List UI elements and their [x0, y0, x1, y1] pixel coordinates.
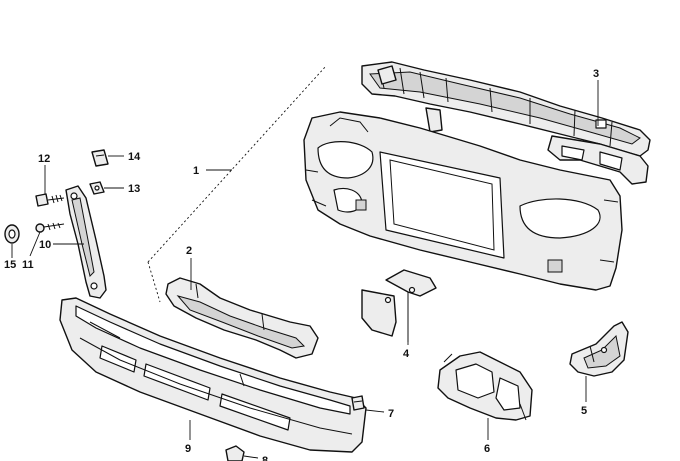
part-1-assembly-line [147, 65, 327, 263]
callout-12: 12 [38, 153, 50, 165]
callout-8: 8 [262, 455, 268, 461]
part-7-clip[interactable] [351, 395, 365, 411]
part-10-bracket[interactable] [65, 185, 107, 299]
callout-15: 15 [4, 259, 16, 271]
part-3-upper-support[interactable] [361, 61, 651, 185]
callout-4: 4 [403, 348, 410, 360]
callout-2: 2 [186, 245, 192, 257]
part-4-bracket[interactable] [361, 269, 437, 342]
leader-11 [29, 231, 41, 257]
part-13-nut[interactable] [89, 181, 105, 195]
part-11-screw[interactable] [35, 222, 65, 233]
part-5-corner-bracket[interactable] [569, 321, 629, 377]
callout-14: 14 [128, 151, 141, 163]
callout-3: 3 [593, 68, 599, 80]
callout-9: 9 [185, 443, 191, 455]
part-8-nut[interactable] [225, 445, 259, 461]
callout-1: 1 [193, 165, 199, 177]
part-2-support-bar[interactable] [165, 277, 319, 359]
leader-7 [365, 409, 385, 413]
callout-6: 6 [484, 443, 490, 455]
callout-5: 5 [581, 405, 587, 417]
part-12-screw[interactable] [35, 193, 65, 207]
part-15-grommet[interactable] [4, 224, 20, 244]
part-14-clip[interactable] [91, 149, 109, 167]
callout-11: 11 [22, 259, 34, 271]
part-6-headlight-frame[interactable] [437, 351, 533, 421]
part-9-bumper[interactable] [59, 297, 367, 453]
part-1-front-panel[interactable] [303, 111, 623, 291]
callout-10: 10 [39, 239, 51, 251]
callout-13: 13 [128, 183, 140, 195]
part-1-assembly-line-2 [147, 261, 161, 303]
callout-7: 7 [388, 408, 394, 420]
